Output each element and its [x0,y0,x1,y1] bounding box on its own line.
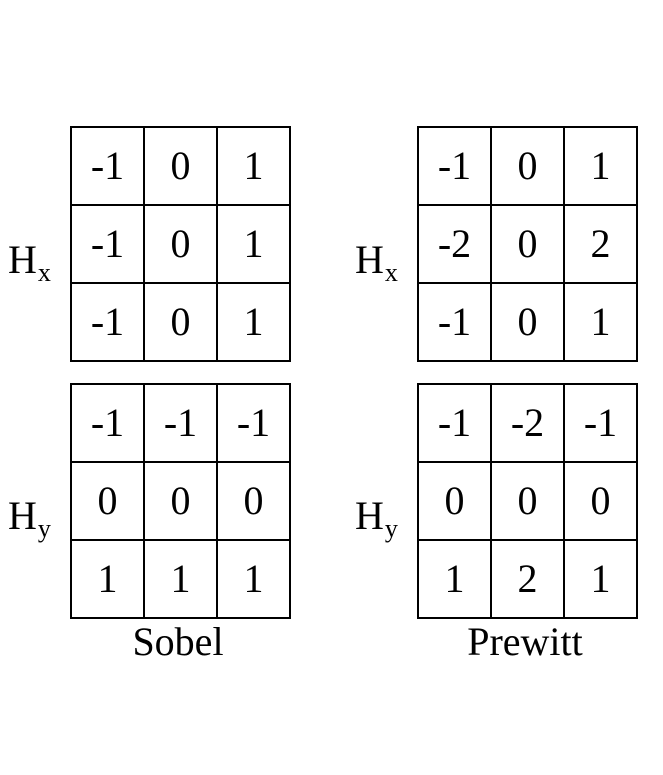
kernel-cell: 1 [216,282,291,362]
kernel-cell: -1 [563,383,638,463]
kernel-cell: 0 [490,126,565,206]
kernel-cell: 0 [70,461,145,541]
kernel-cell: 1 [563,126,638,206]
kernel-row: -1 0 1 [70,282,291,362]
left-hx-kernel: -1 0 1 -1 0 1 -1 0 1 [70,126,291,362]
kernel-cell: -1 [70,383,145,463]
kernel-row: -1 -1 -1 [70,383,291,463]
right-hy-label: Hy [355,493,398,542]
kernel-row: 0 0 0 [70,461,291,541]
kernel-cell: -2 [490,383,565,463]
y-subscript: y [37,514,51,543]
kernel-cell: -1 [417,126,492,206]
kernel-cell: 1 [70,539,145,619]
left-hy-kernel: -1 -1 -1 0 0 0 1 1 1 [70,383,291,619]
kernel-row: -2 0 2 [417,204,638,284]
kernel-cell: -1 [417,282,492,362]
kernel-cell: 1 [216,539,291,619]
h-letter: H [355,493,384,538]
kernel-cell: 2 [563,204,638,284]
kernel-cell: 0 [563,461,638,541]
kernel-cell: 0 [490,461,565,541]
kernel-cell: 0 [143,282,218,362]
right-caption: Prewitt [467,619,583,664]
kernel-row: 0 0 0 [417,461,638,541]
right-hx-label: Hx [355,237,398,286]
kernel-cell: -1 [143,383,218,463]
kernel-cell: 2 [490,539,565,619]
kernel-row: -1 0 1 [70,204,291,284]
kernel-cell: -2 [417,204,492,284]
left-hy-label: Hy [8,493,51,542]
kernel-cell: 1 [563,282,638,362]
kernel-cell: 0 [143,126,218,206]
kernel-row: -1 0 1 [417,126,638,206]
kernel-row: -1 0 1 [70,126,291,206]
kernel-cell: -1 [70,204,145,284]
kernel-cell: 0 [417,461,492,541]
y-subscript: y [384,514,398,543]
left-hx-label: Hx [8,237,51,286]
kernel-cell: 0 [143,461,218,541]
kernel-cell: -1 [70,282,145,362]
kernel-row: 1 2 1 [417,539,638,619]
right-hx-kernel: -1 0 1 -2 0 2 -1 0 1 [417,126,638,362]
kernel-cell: 1 [417,539,492,619]
x-subscript: x [384,258,398,287]
left-caption: Sobel [132,619,224,664]
kernel-row: -1 0 1 [417,282,638,362]
kernel-cell: 1 [216,126,291,206]
h-letter: H [355,237,384,282]
kernel-cell: 1 [143,539,218,619]
kernel-cell: 0 [490,282,565,362]
kernel-cell: 0 [216,461,291,541]
kernel-cell: 1 [216,204,291,284]
x-subscript: x [37,258,51,287]
kernel-cell: 1 [563,539,638,619]
right-hy-kernel: -1 -2 -1 0 0 0 1 2 1 [417,383,638,619]
h-letter: H [8,493,37,538]
kernel-row: 1 1 1 [70,539,291,619]
kernel-row: -1 -2 -1 [417,383,638,463]
kernel-cell: 0 [490,204,565,284]
kernel-cell: -1 [417,383,492,463]
kernel-cell: 0 [143,204,218,284]
kernel-cell: -1 [216,383,291,463]
kernel-cell: -1 [70,126,145,206]
h-letter: H [8,237,37,282]
